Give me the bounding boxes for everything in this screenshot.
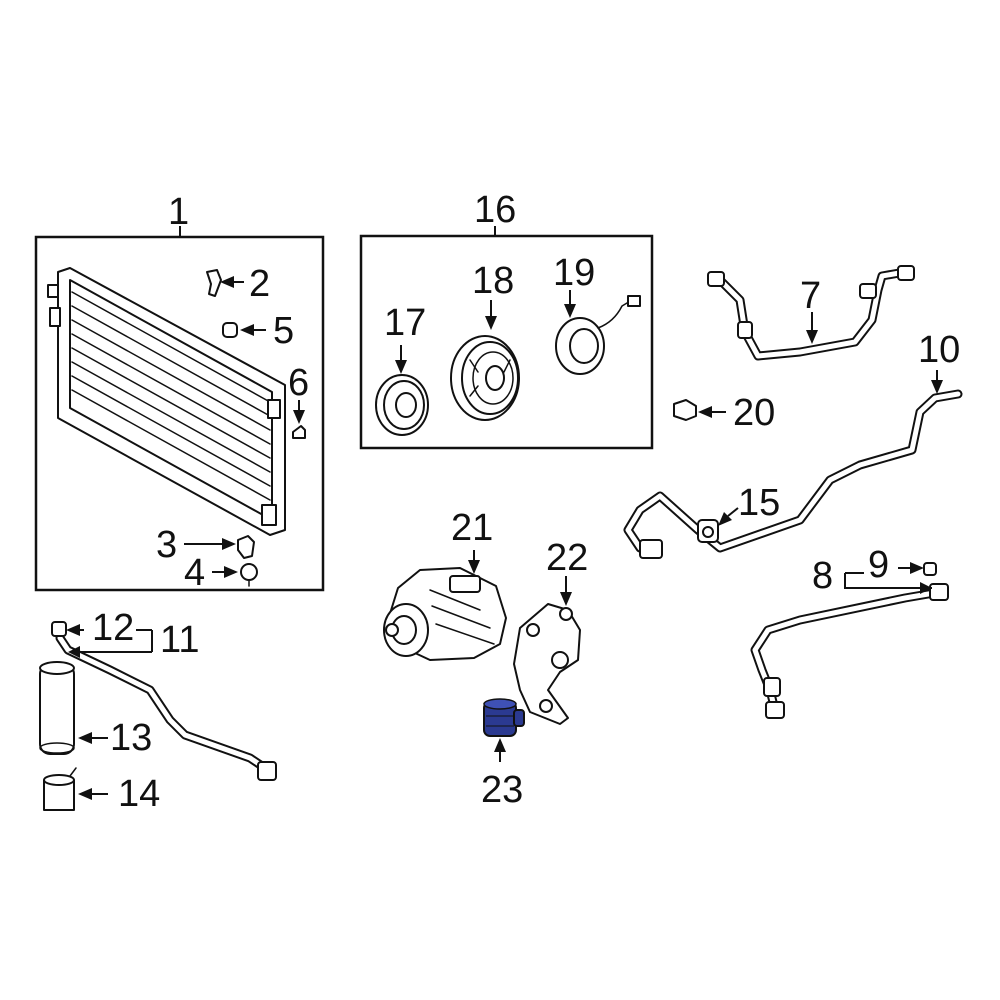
callout-8[interactable]: 8 xyxy=(812,555,833,597)
part-14-bracket[interactable] xyxy=(43,767,77,811)
part-5-cushion[interactable] xyxy=(222,322,238,338)
callout-16[interactable]: 16 xyxy=(474,189,516,231)
part-12-cap[interactable] xyxy=(51,621,67,637)
callout-18[interactable]: 18 xyxy=(472,260,514,302)
callout-5[interactable]: 5 xyxy=(273,310,294,352)
callout-6[interactable]: 6 xyxy=(288,362,309,404)
part-4-bolt[interactable] xyxy=(240,563,258,587)
callout-2[interactable]: 2 xyxy=(249,263,270,305)
part-15-sensor[interactable] xyxy=(697,519,719,543)
callout-17[interactable]: 17 xyxy=(384,302,426,344)
part-10-pipe[interactable] xyxy=(623,389,963,559)
part-18-pulley[interactable] xyxy=(450,335,520,421)
part-3-bracket[interactable] xyxy=(237,535,255,559)
callout-9[interactable]: 9 xyxy=(868,544,889,586)
part-2-bracket[interactable] xyxy=(206,269,222,297)
callout-21[interactable]: 21 xyxy=(451,507,493,549)
callout-4[interactable]: 4 xyxy=(184,552,205,594)
callout-20[interactable]: 20 xyxy=(733,392,775,434)
callout-1[interactable]: 1 xyxy=(168,191,189,233)
callout-13[interactable]: 13 xyxy=(110,717,152,759)
part-6-clip[interactable] xyxy=(292,425,306,439)
callout-22[interactable]: 22 xyxy=(546,537,588,579)
callout-23[interactable]: 23 xyxy=(481,769,523,811)
part-8-hose[interactable] xyxy=(750,583,949,719)
part-20-clip[interactable] xyxy=(673,399,697,421)
condenser-part[interactable] xyxy=(47,267,286,536)
clutch-group: 16 17 18 19 xyxy=(359,189,654,450)
part-17-hub[interactable] xyxy=(375,374,429,436)
callout-15[interactable]: 15 xyxy=(738,482,780,524)
clutch-group-box xyxy=(359,234,654,450)
condenser-group: 1 2 5 xyxy=(34,191,325,594)
part-7-pipe[interactable] xyxy=(707,265,915,361)
callout-14[interactable]: 14 xyxy=(118,773,160,815)
callout-11[interactable]: 11 xyxy=(160,619,199,661)
part-23-idler-pulley[interactable] xyxy=(483,698,525,737)
callout-19[interactable]: 19 xyxy=(553,252,595,294)
callout-7[interactable]: 7 xyxy=(800,275,821,317)
part-19-coil[interactable] xyxy=(555,295,641,375)
callout-10[interactable]: 10 xyxy=(918,329,960,371)
part-21-compressor[interactable] xyxy=(383,567,507,661)
callout-12[interactable]: 12 xyxy=(92,607,134,649)
callout-3[interactable]: 3 xyxy=(156,524,177,566)
part-22-bracket[interactable] xyxy=(513,603,581,725)
part-13-drier[interactable] xyxy=(39,661,75,755)
part-9-cap[interactable] xyxy=(923,562,937,576)
